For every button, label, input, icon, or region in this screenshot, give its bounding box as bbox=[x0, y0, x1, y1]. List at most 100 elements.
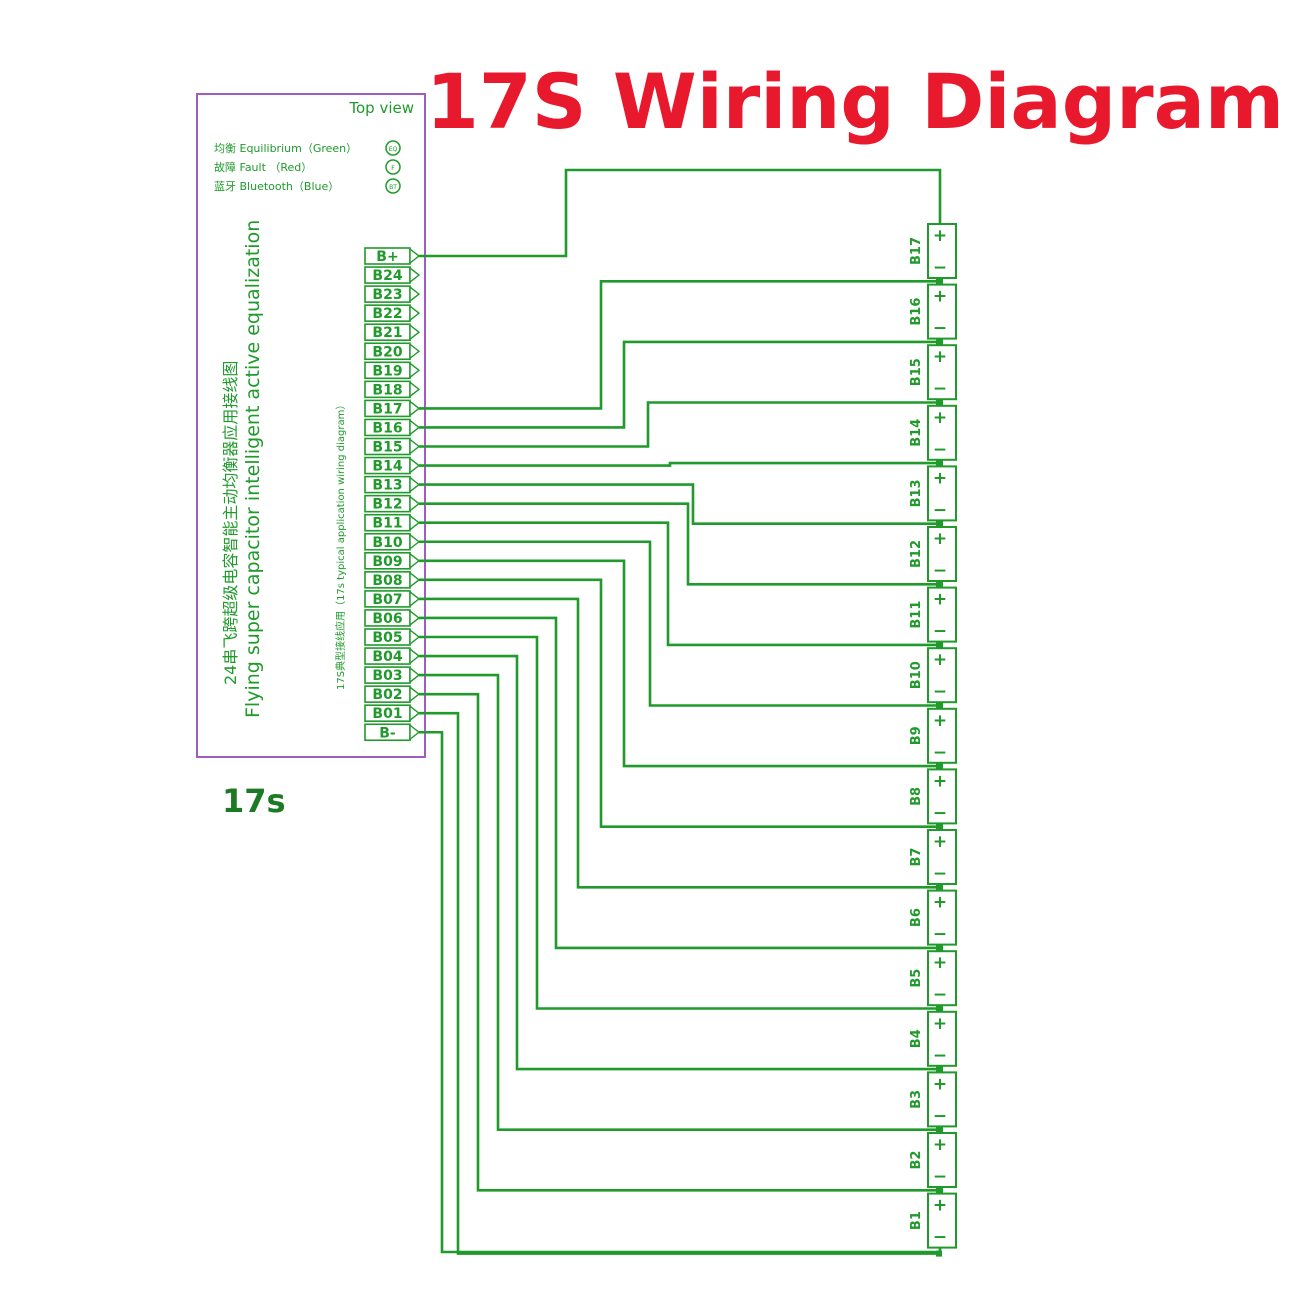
pin-arrow-icon bbox=[409, 380, 421, 398]
pin-label: B12 bbox=[372, 497, 402, 513]
cell-label: B11 bbox=[909, 601, 924, 629]
led-indicator-icon bbox=[385, 140, 401, 156]
wire bbox=[419, 692, 938, 1192]
pin-label: B16 bbox=[372, 420, 402, 436]
pin-label: B08 bbox=[372, 573, 402, 589]
cell-label: B16 bbox=[909, 298, 924, 326]
pin-arrow-icon bbox=[409, 495, 421, 513]
cell-plus-label: + bbox=[933, 590, 947, 610]
pin-label: B19 bbox=[372, 363, 402, 379]
cell-body bbox=[927, 1192, 957, 1249]
cell-minus-label: − bbox=[933, 561, 947, 581]
wire bbox=[419, 559, 938, 768]
cell-minus-label: − bbox=[933, 1167, 947, 1187]
pin-arrow-icon bbox=[409, 514, 421, 532]
pin-arrow-icon bbox=[409, 533, 421, 551]
pin-arrow-icon bbox=[409, 647, 421, 665]
cell-body bbox=[927, 465, 957, 522]
pin-label: B10 bbox=[372, 535, 402, 551]
cell-label: B4 bbox=[909, 1029, 924, 1048]
pin-label: B24 bbox=[372, 268, 402, 284]
led-indicator-icon bbox=[385, 159, 401, 175]
cell-body bbox=[927, 223, 957, 279]
cell-minus-label: − bbox=[933, 985, 947, 1005]
pin-label: B17 bbox=[372, 401, 402, 417]
cell-body bbox=[927, 526, 957, 582]
wire bbox=[419, 540, 938, 707]
pin-label: B15 bbox=[372, 440, 402, 456]
cell-plus-label: + bbox=[933, 468, 947, 488]
cell-minus-label: − bbox=[933, 500, 947, 520]
wire bbox=[419, 654, 938, 1071]
pin-label: B22 bbox=[372, 306, 402, 322]
pin-arrow-icon bbox=[409, 304, 421, 322]
cell-label: B2 bbox=[909, 1151, 924, 1170]
cell-minus-label: − bbox=[933, 258, 947, 278]
cell-body bbox=[927, 950, 957, 1007]
pin-header: B+B24B23B22B21B20B19B18B17B16B15B14B13B1… bbox=[364, 247, 421, 741]
led-indicator-mark: EQ bbox=[389, 146, 398, 153]
pin-arrow-icon bbox=[409, 628, 421, 646]
wire bbox=[419, 502, 938, 586]
wire bbox=[419, 711, 938, 1255]
cell-minus-label: − bbox=[933, 925, 947, 945]
pin-label: B09 bbox=[372, 554, 402, 570]
cell-plus-label: + bbox=[933, 953, 947, 973]
pin-arrow-icon bbox=[409, 723, 421, 741]
junction-dot bbox=[936, 399, 942, 406]
cell-plus-label: + bbox=[933, 771, 947, 791]
junction-dot bbox=[936, 884, 942, 891]
wire bbox=[419, 578, 938, 828]
pin-arrow-icon bbox=[409, 704, 421, 722]
board-subtitle: 17S典型接线应用（17s typical application wiring… bbox=[334, 400, 347, 690]
cell-plus-label: + bbox=[933, 1014, 947, 1034]
cell-minus-label: − bbox=[933, 319, 947, 339]
cell-body bbox=[927, 829, 957, 885]
pin-arrow-icon bbox=[409, 323, 421, 341]
top-view-label: Top view bbox=[348, 99, 414, 117]
cell-label: B17 bbox=[909, 237, 924, 265]
cell-plus-label: + bbox=[933, 1135, 947, 1155]
cell-body bbox=[927, 1132, 957, 1188]
indicator-label: 蓝牙 Bluetooth（Blue） bbox=[214, 180, 339, 193]
junction-dot bbox=[936, 823, 942, 830]
junction-dot bbox=[936, 702, 942, 709]
cell-label: B5 bbox=[909, 969, 924, 988]
junction-dot bbox=[936, 1126, 942, 1133]
pin-arrow-icon bbox=[409, 666, 421, 684]
pin-label: B11 bbox=[372, 516, 402, 532]
pin-arrow-icon bbox=[409, 571, 421, 589]
pin-arrow-icon bbox=[409, 247, 421, 265]
cell-plus-label: + bbox=[933, 408, 947, 428]
junction-dot bbox=[936, 338, 942, 345]
cell-body bbox=[927, 404, 957, 461]
junction-dot bbox=[936, 641, 942, 648]
cell-label: B1 bbox=[909, 1211, 924, 1230]
pin-arrow-icon bbox=[409, 342, 421, 360]
cell-plus-label: + bbox=[933, 711, 947, 731]
wire bbox=[419, 168, 942, 258]
cell-label: B3 bbox=[909, 1090, 924, 1109]
pin-label: B14 bbox=[372, 459, 402, 475]
cell-minus-label: − bbox=[933, 864, 947, 884]
cell-body bbox=[927, 344, 957, 401]
wire bbox=[419, 401, 938, 448]
pin-arrow-icon bbox=[409, 609, 421, 627]
pin-arrow-icon bbox=[409, 476, 421, 494]
wire bbox=[419, 280, 938, 410]
wire bbox=[419, 730, 942, 1254]
indicator-label: 均衡 Equilibrium（Green） bbox=[214, 142, 357, 155]
pin-label: B+ bbox=[376, 249, 398, 265]
cell-body bbox=[927, 647, 957, 704]
pin-label: B06 bbox=[372, 611, 402, 627]
junction-dot bbox=[936, 520, 942, 527]
cell-minus-label: − bbox=[933, 803, 947, 823]
cell-plus-label: + bbox=[933, 650, 947, 670]
pin-arrow-icon bbox=[409, 266, 421, 284]
cell-label: B8 bbox=[909, 787, 924, 806]
wire bbox=[419, 616, 938, 950]
cell-label: B9 bbox=[909, 726, 924, 745]
pin-arrow-icon bbox=[409, 419, 421, 436]
pin-arrow-icon bbox=[409, 685, 421, 703]
